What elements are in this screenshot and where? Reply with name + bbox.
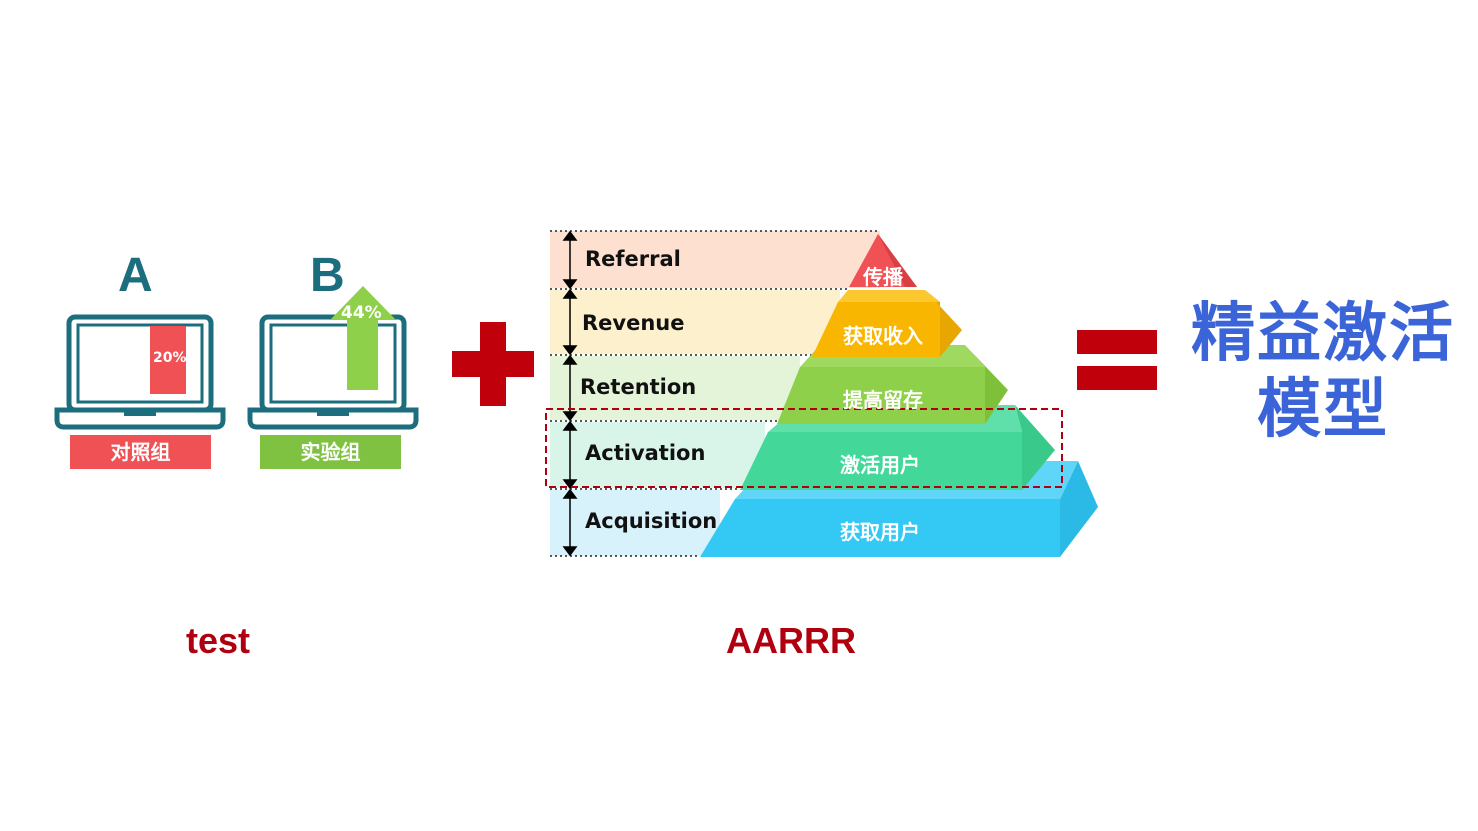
experiment-group-label: 实验组 — [260, 435, 401, 469]
percent-b-label: 44% — [341, 303, 382, 323]
arrow-up-b-icon — [330, 286, 396, 390]
stage-activation-name: Activation — [585, 441, 706, 465]
laptop-a-icon — [54, 314, 226, 430]
control-group-label: 对照组 — [70, 435, 211, 469]
test-caption: test — [186, 620, 251, 661]
aarrr-caption: AARRR — [726, 620, 856, 661]
stage-referral-name: Referral — [585, 247, 681, 271]
result-title-line2: 模型 — [1257, 373, 1389, 447]
layer-revenue-label: 获取收入 — [843, 324, 923, 348]
layer-acquisition-label: 获取用户 — [840, 520, 920, 544]
band-referral — [550, 231, 880, 288]
layer-revenue — [812, 302, 940, 357]
layer-retention-label: 提高留存 — [843, 388, 923, 412]
layer-referral-label: 传播 — [863, 265, 903, 289]
layer-activation-label: 激活用户 — [840, 453, 920, 477]
percent-a-label: 20% — [153, 350, 187, 366]
band-acquisition — [550, 490, 720, 556]
group-a-letter: A — [118, 249, 153, 302]
layer-acquisition — [700, 499, 1060, 557]
result-title-line1: 精益激活 — [1191, 297, 1455, 371]
equals-sign-icon — [1077, 330, 1157, 390]
aarrr-pyramid — [545, 230, 1098, 557]
stage-retention-name: Retention — [580, 375, 697, 399]
band-activation — [550, 422, 765, 488]
group-b-letter: B — [310, 249, 345, 302]
stage-acquisition-name: Acquisition — [585, 509, 718, 533]
band-revenue — [550, 290, 840, 354]
layer-activation — [740, 432, 1022, 490]
activation-highlight-box — [545, 408, 1063, 488]
plus-sign-icon — [452, 322, 534, 406]
stage-revenue-name: Revenue — [582, 311, 685, 335]
bar-a — [150, 326, 186, 394]
